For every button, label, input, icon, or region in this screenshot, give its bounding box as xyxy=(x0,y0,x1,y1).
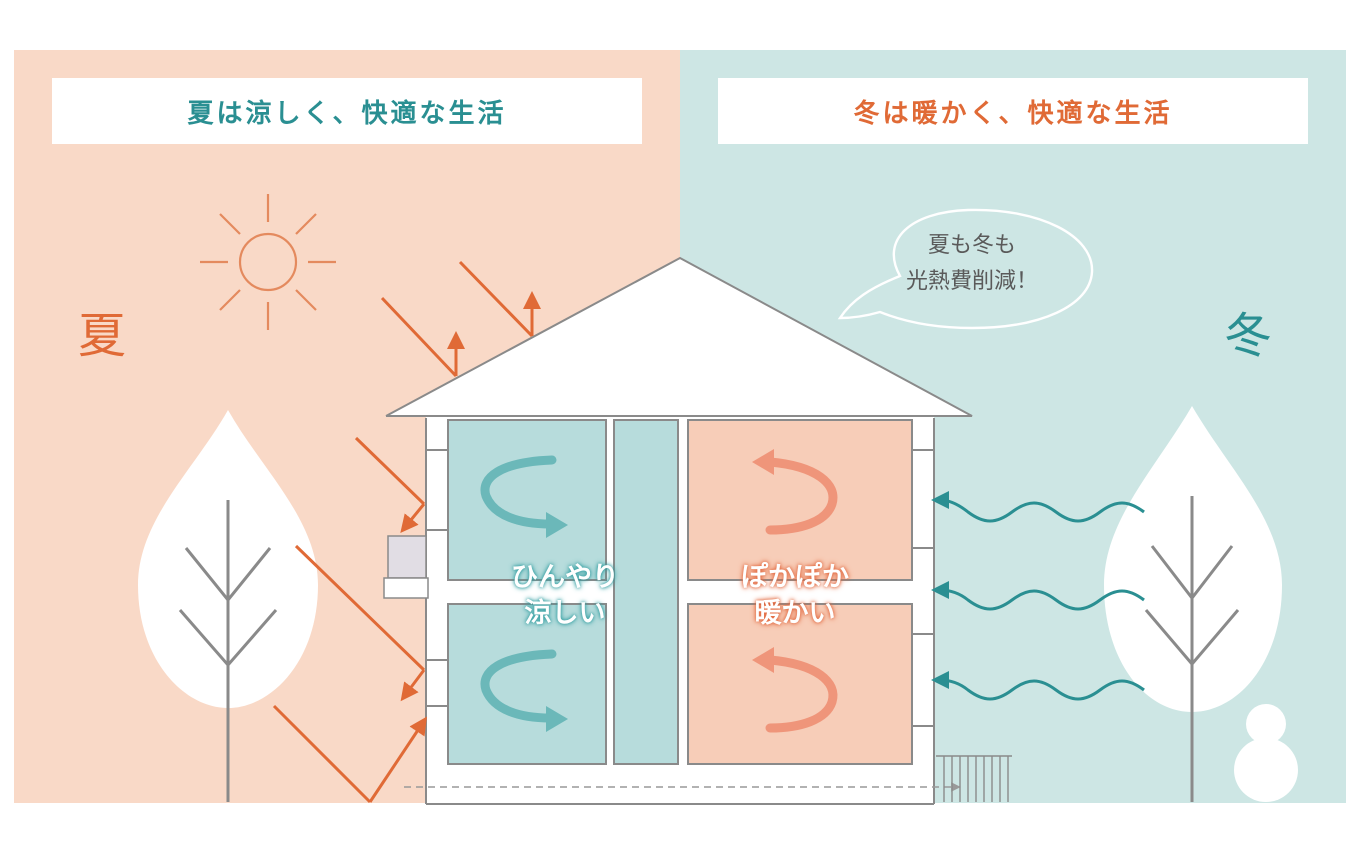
tree-icon xyxy=(1104,406,1282,802)
warm-label-line-2: 暖かい xyxy=(754,598,836,629)
air-conditioner-unit xyxy=(387,535,427,579)
cool-room-lower xyxy=(448,604,606,764)
house-outline xyxy=(385,256,973,805)
arrow-icon xyxy=(546,706,568,732)
wave-arrow-icon xyxy=(931,581,1145,611)
cool-air-arrowheads xyxy=(546,512,568,732)
arrow-icon xyxy=(752,647,774,673)
arrow-icon xyxy=(546,512,568,538)
stairwell xyxy=(614,420,678,764)
speech-bubble-text: 夏も冬も 光熱費削減！ xyxy=(872,228,1072,300)
snowman-icon xyxy=(1234,704,1298,802)
warm-label-line-1: ぽかぽか xyxy=(741,562,849,593)
arrow-icon xyxy=(752,449,774,475)
wave-arrow-icon xyxy=(931,671,1145,701)
winter-label: 冬 xyxy=(1224,308,1273,364)
sun-ray-arrows xyxy=(272,260,541,804)
warm-air-circulation xyxy=(765,457,838,733)
winter-banner-text: 冬は暖かく、快適な生活 xyxy=(853,98,1173,129)
warm-air-arrowheads xyxy=(752,449,774,673)
fence xyxy=(936,755,1012,802)
cool-air-circulation xyxy=(480,455,557,723)
cool-label-line-1: ひんやり xyxy=(511,562,619,593)
wave-arrow-icon xyxy=(931,491,1145,523)
summer-banner-text: 夏は涼しく、快適な生活 xyxy=(187,98,507,129)
warm-room-upper xyxy=(688,420,912,580)
cool-label-line-2: 涼しい xyxy=(524,598,606,629)
eave xyxy=(383,577,429,599)
speech-bubble-icon xyxy=(837,208,1094,330)
warm-room-lower xyxy=(688,604,912,764)
warm-room-label: ぽかぽか 暖かい xyxy=(710,560,880,632)
arrow-icon xyxy=(400,503,426,533)
summer-banner: 夏は涼しく、快適な生活 xyxy=(52,78,642,144)
winter-banner: 冬は暖かく、快適な生活 xyxy=(718,78,1308,144)
arrow-icon xyxy=(400,669,426,702)
sun-icon xyxy=(200,194,336,330)
house-roof xyxy=(386,258,972,416)
arrow-icon xyxy=(368,716,427,803)
bubble-line-2: 光熱費削減！ xyxy=(905,269,1038,294)
tree-icon xyxy=(138,410,318,802)
cold-wind-arrows xyxy=(931,491,1145,701)
bubble-line-1: 夏も冬も xyxy=(927,233,1016,258)
cool-room-label: ひんやり 涼しい xyxy=(480,560,650,632)
summer-label: 夏 xyxy=(78,308,127,364)
cool-room-upper xyxy=(448,420,606,580)
